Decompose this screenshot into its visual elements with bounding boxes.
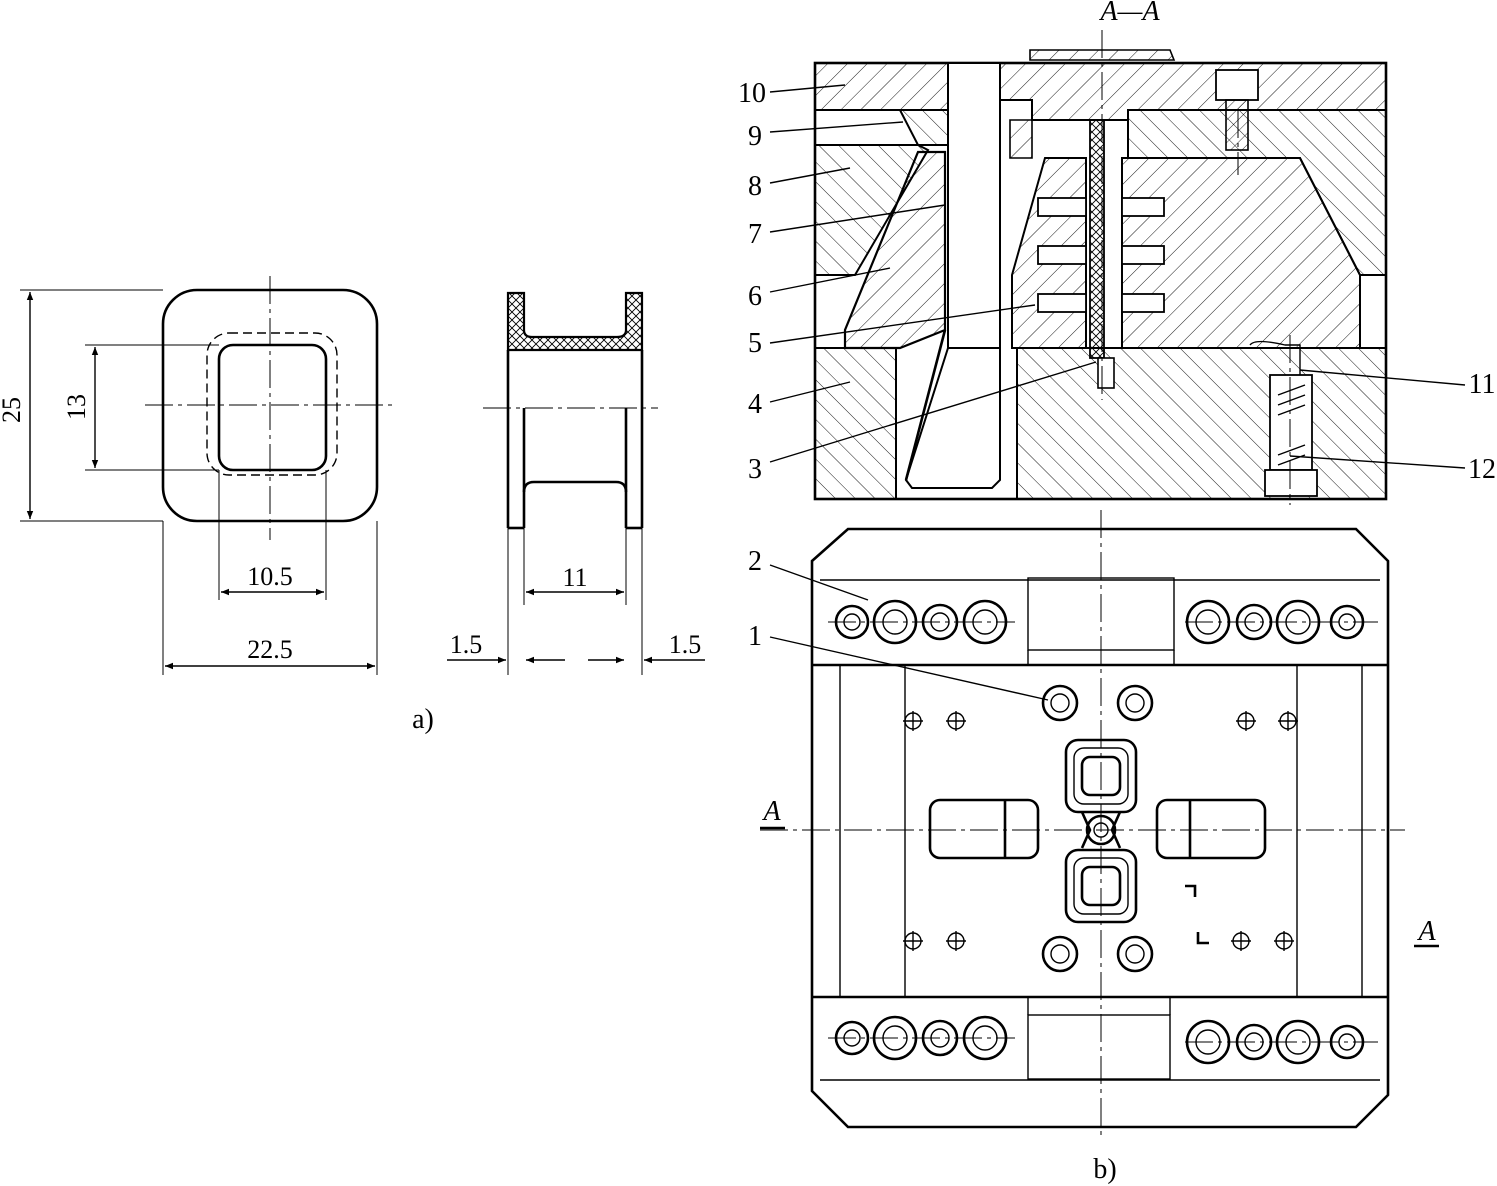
screw-row-bottom-right bbox=[1185, 1019, 1378, 1065]
section-title: A—A bbox=[1098, 0, 1160, 27]
dimension-13-text: 13 bbox=[62, 394, 91, 420]
hidden-body-outline bbox=[206, 332, 338, 476]
screw-row-top-right bbox=[1185, 599, 1378, 645]
dimension-11-text: 11 bbox=[562, 563, 587, 592]
dimension-22-5-text: 22.5 bbox=[247, 635, 293, 664]
inner-hole-outline bbox=[217, 343, 328, 472]
section-view-a-a: A—A bbox=[813, 0, 1388, 505]
caption-b: b) bbox=[1093, 1154, 1116, 1185]
part-side-view: 11 1.5 1.5 bbox=[447, 291, 705, 675]
part-label-3: 3 bbox=[748, 454, 762, 485]
dimension-1-5-left-text: 1.5 bbox=[450, 630, 483, 659]
part-label-12: 12 bbox=[1468, 454, 1496, 485]
screw-row-top-left bbox=[828, 599, 1015, 645]
core-insert bbox=[1089, 119, 1105, 359]
section-hatch-top bbox=[506, 291, 644, 352]
plan-outline bbox=[810, 527, 1390, 1129]
part-label-9: 9 bbox=[748, 121, 762, 152]
part-label-10: 10 bbox=[738, 78, 766, 109]
section-mark-right: A bbox=[1416, 916, 1436, 947]
dimension-1-5-right-text: 1.5 bbox=[669, 630, 702, 659]
plan-view: A A bbox=[760, 510, 1439, 1140]
part-front-view: 25 13 10.5 22.5 bbox=[0, 276, 397, 675]
part-labels: 10 9 8 7 6 5 4 3 2 1 11 12 bbox=[738, 78, 1496, 701]
caption-a: a) bbox=[412, 704, 434, 735]
dimension-25-text: 25 bbox=[0, 397, 26, 423]
part-label-7: 7 bbox=[748, 219, 762, 250]
slider-6 bbox=[843, 150, 947, 350]
dowel-markers bbox=[903, 711, 1298, 951]
part-label-4: 4 bbox=[748, 389, 762, 420]
part-label-8: 8 bbox=[748, 171, 762, 202]
part-label-5: 5 bbox=[748, 328, 762, 359]
part-label-6: 6 bbox=[748, 281, 762, 312]
part-label-11: 11 bbox=[1469, 369, 1496, 400]
slider-left-plan bbox=[928, 798, 1040, 860]
guide-pins bbox=[1041, 684, 1154, 973]
part-label-1: 1 bbox=[748, 621, 762, 652]
section-mark-left: A bbox=[761, 796, 781, 827]
screw-row-bottom-left bbox=[828, 1015, 1015, 1061]
dimension-10-5-text: 10.5 bbox=[247, 562, 293, 591]
part-label-2: 2 bbox=[748, 546, 762, 577]
slider-right-plan bbox=[1155, 798, 1267, 860]
